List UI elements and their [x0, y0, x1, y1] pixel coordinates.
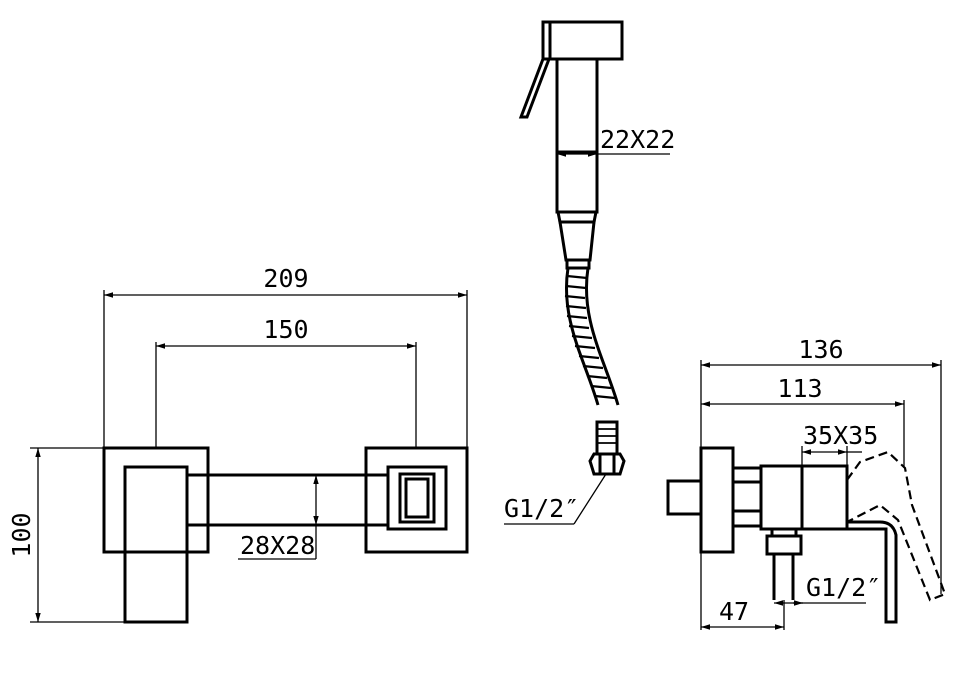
spindle [666, 479, 703, 516]
dim-label-28x28: 28X28 [240, 531, 315, 560]
left-wall-plate [102, 446, 210, 554]
holder-outer [386, 465, 448, 531]
side-wall-plate [699, 446, 735, 554]
hose-edge-right [584, 267, 620, 406]
front-view: 209 150 100 28X28 [7, 264, 469, 624]
hose-end-nut [588, 452, 626, 476]
dim-label-35x35: 35X35 [803, 421, 878, 450]
side-valve-body [759, 464, 849, 531]
side-lever-alt-position [846, 450, 947, 602]
side-lever-solid [847, 520, 898, 624]
side-hex-nut [731, 466, 763, 528]
hose-cone [558, 220, 596, 262]
hose-ribs [564, 274, 616, 400]
dim-label-g12-hose: G1/2″ [504, 494, 579, 523]
dim-label-g12-side: G1/2″ [806, 573, 881, 602]
holder-slot [404, 477, 430, 519]
dim-label-113: 113 [777, 374, 822, 403]
right-wall-plate [364, 446, 469, 554]
side-outlet-nut [765, 534, 803, 556]
holder-inner [398, 472, 436, 524]
hose-cone-ring [565, 258, 591, 270]
side-view: 136 113 35X35 G1/2″ 47 [666, 335, 947, 630]
left-valve-body [123, 465, 189, 624]
hose-end-sleeve [595, 420, 619, 456]
dim-label-100: 100 [7, 512, 36, 557]
spray-trigger [518, 57, 552, 119]
dim-label-209: 209 [263, 264, 308, 293]
spray-handle [555, 57, 599, 214]
dim-label-22x22: 22X22 [600, 125, 675, 154]
dim-label-150: 150 [263, 315, 308, 344]
leader-g12-hose [573, 473, 607, 525]
dim-label-47: 47 [719, 597, 749, 626]
spray-head [541, 20, 624, 61]
hand-spray-view: 22X22 G1/2″ [504, 20, 675, 525]
dim-label-136: 136 [798, 335, 843, 364]
hose-end-ribs [597, 428, 617, 444]
